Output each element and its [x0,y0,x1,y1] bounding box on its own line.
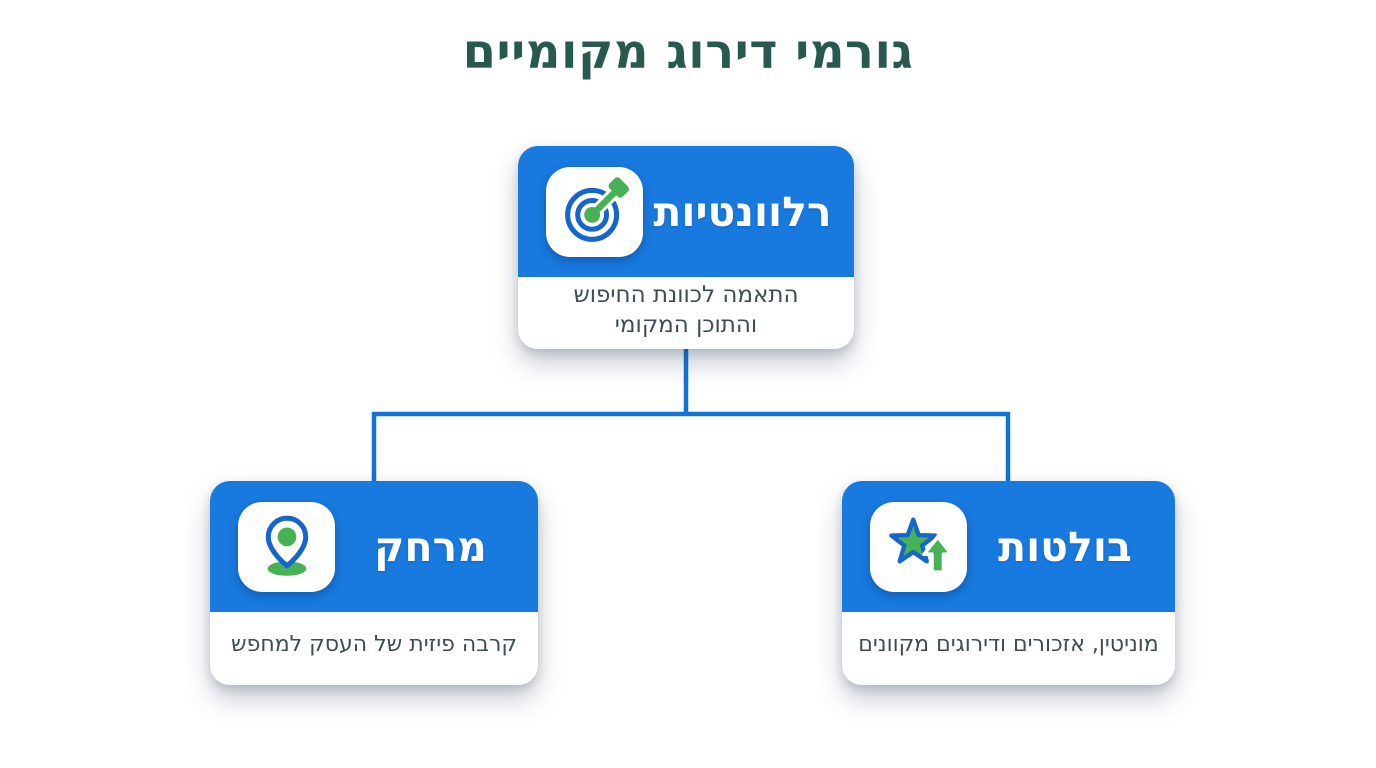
node-prominence-header: בולטות [842,481,1175,612]
star-up-icon [870,501,967,592]
node-distance: מרחק קרבה פיזית של העסק למחפש [210,481,538,685]
node-prominence-description: מוניטין, אזכורים ודירוגים מקוונים [842,612,1175,685]
node-prominence-label: בולטות [998,522,1132,571]
map-pin-icon [238,501,335,592]
node-distance-label: מרחק [374,522,487,571]
node-relevance-header: רלוונטיות [518,146,854,277]
diagram-title: גורמי דירוג מקומיים [462,24,914,80]
node-relevance-description: התאמה לכוונת החיפוש והתוכן המקומי [518,277,854,349]
node-prominence: בולטות מוניטין, אזכורים ודירוגים מקוונים [842,481,1175,685]
node-relevance-label: רלוונטיות [653,187,832,236]
node-distance-description: קרבה פיזית של העסק למחפש [210,612,538,685]
node-distance-header: מרחק [210,481,538,612]
node-relevance: רלוונטיות התאמה לכוונת החיפוש והתוכן המק… [518,146,854,349]
target-icon [546,166,643,257]
